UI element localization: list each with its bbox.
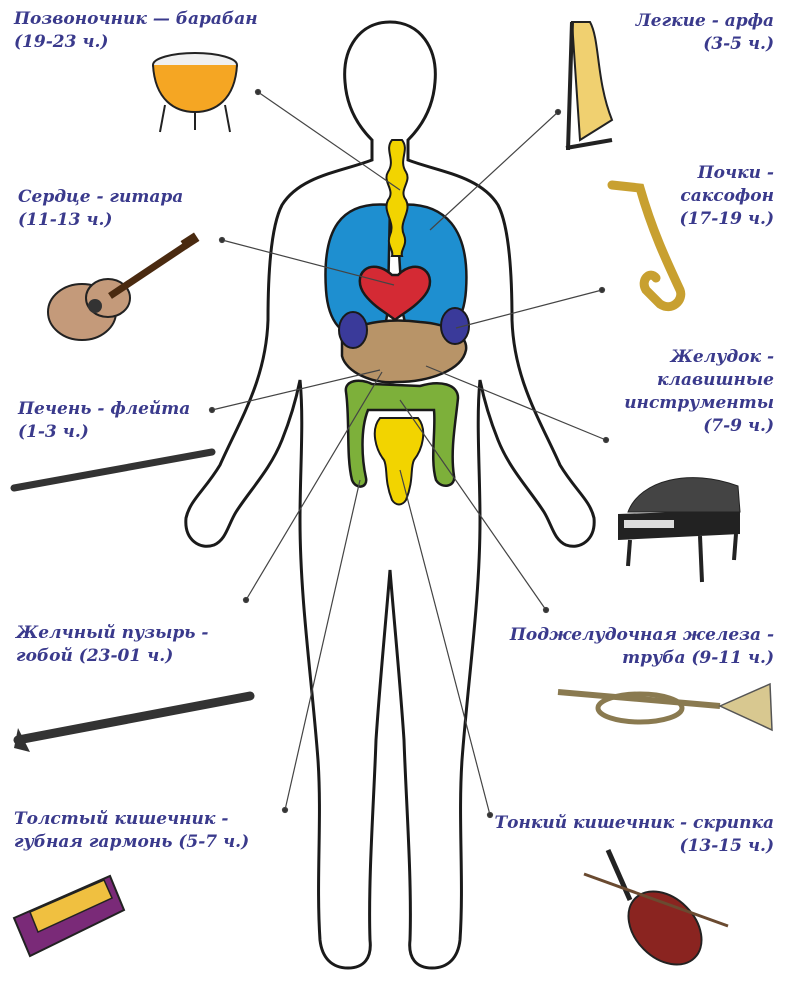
- label-lungs: Легкие - арфа (3-5 ч.): [636, 10, 774, 56]
- drum-icon: [153, 53, 237, 132]
- label-kidneys-line2: саксофон: [680, 185, 774, 208]
- label-liver-line2: (1-3 ч.): [18, 421, 190, 444]
- label-liver-line1: Печень - флейта: [18, 398, 190, 421]
- label-gallbladder-line2: гобой (23-01 ч.): [16, 645, 208, 668]
- label-pancreas-line2: труба (9-11 ч.): [510, 647, 774, 670]
- label-liver: Печень - флейта (1-3 ч.): [18, 398, 190, 444]
- label-small-intestine: Тонкий кишечник - скрипка (13-15 ч.): [495, 812, 774, 858]
- label-kidneys-line1: Почки -: [680, 162, 774, 185]
- piano-icon: [618, 478, 740, 582]
- label-colon: Толстый кишечник - губная гармонь (5-7 ч…: [14, 808, 249, 854]
- label-pancreas: Поджелудочная железа - труба (9-11 ч.): [510, 624, 774, 670]
- label-spine-line2: (19-23 ч.): [14, 31, 258, 54]
- violin-icon: [584, 850, 728, 979]
- harmonica-icon: [14, 876, 124, 956]
- kidney-left-shape: [339, 312, 367, 348]
- label-spine: Позвоночник — барабан (19-23 ч.): [14, 8, 258, 54]
- label-gallbladder: Желчный пузырь - гобой (23-01 ч.): [16, 622, 208, 668]
- label-stomach-line2: клавишные: [624, 369, 774, 392]
- label-heart-line1: Сердце - гитара: [18, 186, 183, 209]
- label-stomach: Желудок - клавишные инструменты (7-9 ч.): [624, 346, 774, 438]
- label-stomach-line3: инструменты: [624, 392, 774, 415]
- label-gallbladder-line1: Желчный пузырь -: [16, 622, 208, 645]
- label-lungs-line2: (3-5 ч.): [636, 33, 774, 56]
- label-small-intestine-line2: (13-15 ч.): [495, 835, 774, 858]
- label-kidneys: Почки - саксофон (17-19 ч.): [680, 162, 774, 231]
- label-heart: Сердце - гитара (11-13 ч.): [18, 186, 183, 232]
- guitar-icon: [48, 232, 199, 340]
- label-kidneys-line3: (17-19 ч.): [680, 208, 774, 231]
- label-colon-line2: губная гармонь (5-7 ч.): [14, 831, 249, 854]
- label-small-intestine-line1: Тонкий кишечник - скрипка: [495, 812, 774, 835]
- spine-shape: [386, 140, 407, 256]
- harp-icon: [566, 22, 612, 150]
- label-spine-line1: Позвоночник — барабан: [14, 8, 258, 31]
- label-colon-line1: Толстый кишечник -: [14, 808, 249, 831]
- oboe-icon: [14, 696, 250, 752]
- flute-icon: [14, 452, 212, 488]
- label-lungs-line1: Легкие - арфа: [636, 10, 774, 33]
- label-heart-line2: (11-13 ч.): [18, 209, 183, 232]
- label-stomach-line4: (7-9 ч.): [624, 415, 774, 438]
- trumpet-icon: [558, 684, 772, 730]
- saxophone-icon: [612, 185, 681, 307]
- label-pancreas-line1: Поджелудочная железа -: [510, 624, 774, 647]
- label-stomach-line1: Желудок -: [624, 346, 774, 369]
